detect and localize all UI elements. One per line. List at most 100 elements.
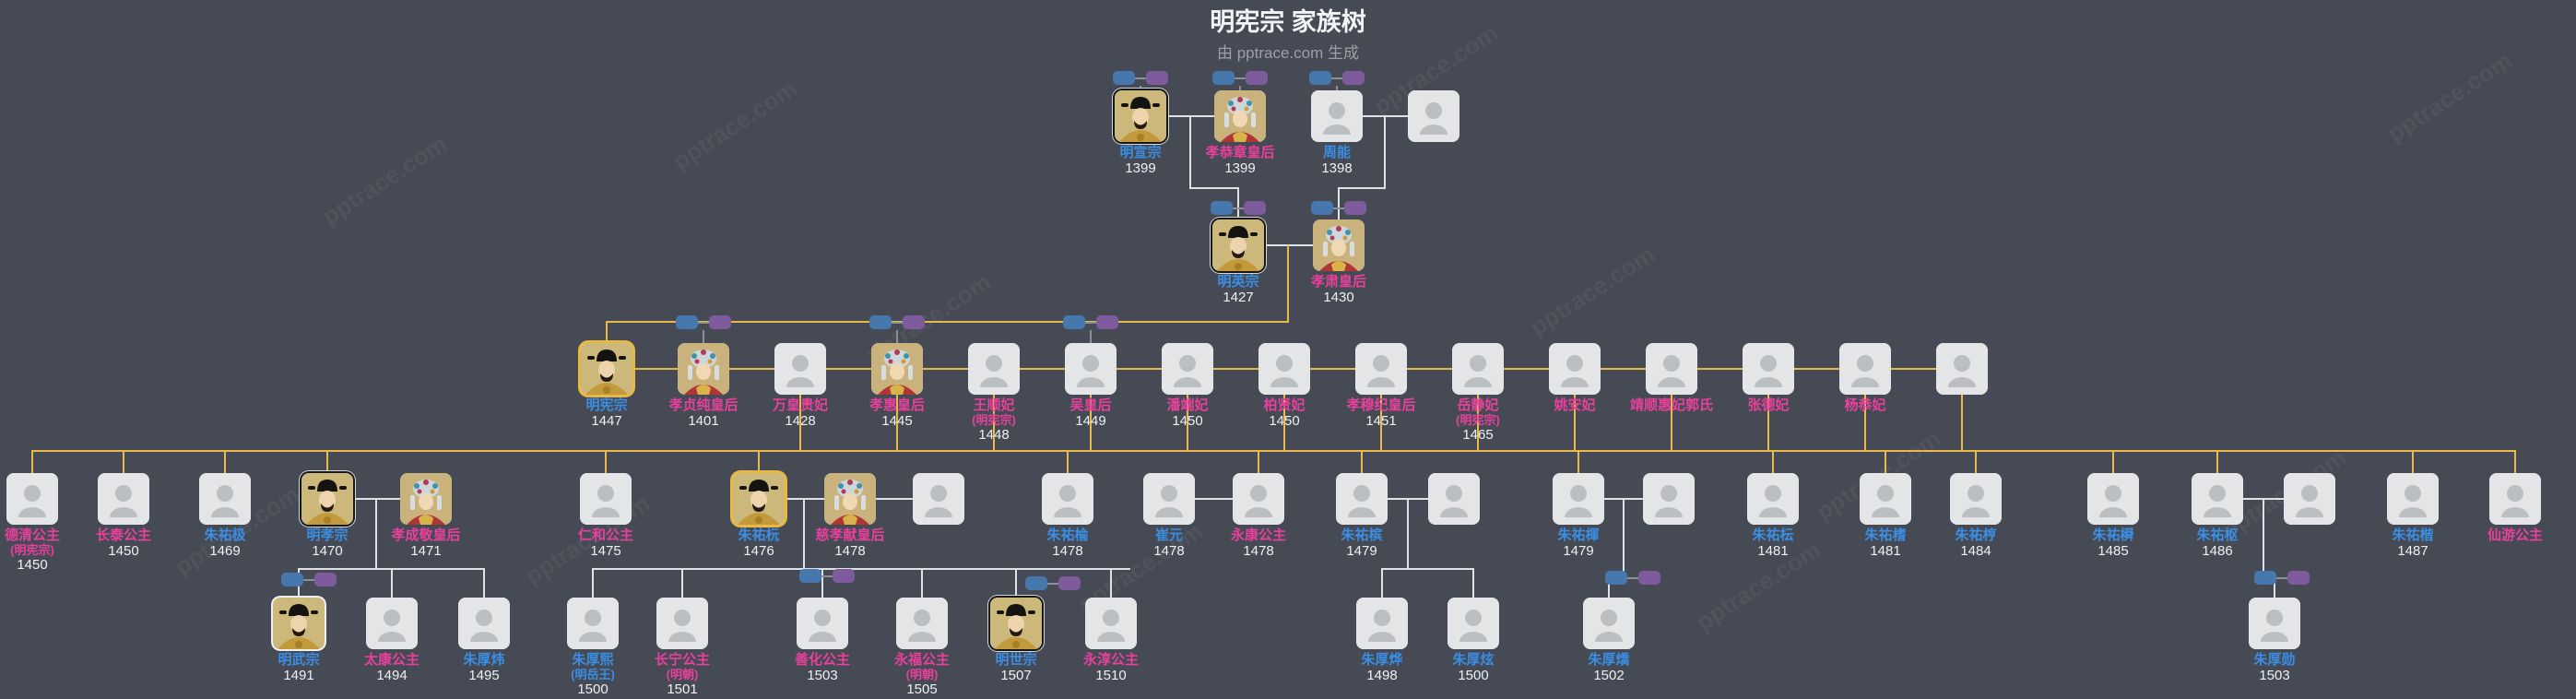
expand-toggle-blue-button[interactable] xyxy=(1309,71,1331,85)
person-avatar[interactable] xyxy=(1583,598,1635,649)
expand-toggle-blue-button[interactable] xyxy=(2254,571,2276,585)
person-portrait[interactable] xyxy=(824,473,876,525)
person-avatar[interactable] xyxy=(98,473,149,525)
person-avatar[interactable] xyxy=(580,473,632,525)
expand-toggle-purple-button[interactable] xyxy=(314,573,337,586)
person-avatar[interactable] xyxy=(1448,598,1499,649)
person-node[interactable]: 岳静妃(明宪宗)1465 xyxy=(1426,343,1530,443)
person-portrait[interactable] xyxy=(1214,90,1266,142)
expand-toggle-blue-button[interactable] xyxy=(1212,71,1235,85)
person-avatar[interactable] xyxy=(1065,343,1117,395)
person-avatar[interactable] xyxy=(1408,90,1459,142)
person-avatar[interactable] xyxy=(896,598,948,649)
person-avatar[interactable] xyxy=(1950,473,2002,525)
person-avatar[interactable] xyxy=(366,598,418,649)
person-avatar[interactable] xyxy=(1553,473,1604,525)
person-node[interactable] xyxy=(1382,90,1485,142)
expand-toggle-purple-button[interactable] xyxy=(1344,201,1366,215)
person-avatar[interactable] xyxy=(1042,473,1093,525)
person-avatar[interactable] xyxy=(1162,343,1213,395)
person-avatar[interactable] xyxy=(2284,473,2335,525)
person-node[interactable]: 杨恭妃 xyxy=(1814,343,1917,413)
person-portrait[interactable] xyxy=(871,343,923,395)
expand-toggle-purple-button[interactable] xyxy=(1638,571,1660,585)
person-avatar[interactable] xyxy=(1743,343,1794,395)
person-node[interactable] xyxy=(1402,473,1506,525)
person-portrait[interactable] xyxy=(581,343,632,395)
person-node[interactable] xyxy=(1617,473,1720,525)
person-portrait[interactable] xyxy=(400,473,452,525)
person-node[interactable]: 永福公主(明朝)1505 xyxy=(870,598,974,697)
person-avatar[interactable] xyxy=(1936,343,1988,395)
expand-toggle-purple-button[interactable] xyxy=(1146,71,1168,85)
expand-toggle-blue-button[interactable] xyxy=(799,569,821,583)
expand-toggle-blue-button[interactable] xyxy=(1113,71,1135,85)
person-portrait[interactable] xyxy=(301,473,353,525)
expand-toggle-purple-button[interactable] xyxy=(1058,576,1081,590)
person-portrait[interactable] xyxy=(273,598,325,649)
person-avatar[interactable] xyxy=(1839,343,1891,395)
person-avatar[interactable] xyxy=(6,473,58,525)
expand-toggle-blue-button[interactable] xyxy=(676,315,698,329)
person-avatar[interactable] xyxy=(2387,473,2439,525)
person-avatar[interactable] xyxy=(1646,343,1697,395)
person-avatar[interactable] xyxy=(1549,343,1601,395)
expand-toggle-purple-button[interactable] xyxy=(1342,71,1365,85)
expand-toggle-purple-button[interactable] xyxy=(1246,71,1268,85)
person-node[interactable]: 仙游公主 xyxy=(2464,473,2567,543)
person-avatar[interactable] xyxy=(2087,473,2139,525)
person-portrait[interactable] xyxy=(1212,219,1264,271)
expand-toggle-blue-button[interactable] xyxy=(1605,571,1627,585)
expand-toggle-blue-button[interactable] xyxy=(1063,315,1085,329)
expand-toggle-purple-button[interactable] xyxy=(903,315,925,329)
person-avatar[interactable] xyxy=(1428,473,1480,525)
person-node[interactable] xyxy=(2258,473,2361,525)
person-avatar[interactable] xyxy=(968,343,1020,395)
person-avatar[interactable] xyxy=(1747,473,1799,525)
person-node[interactable] xyxy=(1910,343,2014,395)
person-node[interactable]: 德清公主(明宪宗)1450 xyxy=(0,473,84,573)
person-avatar[interactable] xyxy=(774,343,826,395)
person-avatar[interactable] xyxy=(1311,90,1363,142)
expand-toggle-blue-button[interactable] xyxy=(869,315,892,329)
person-node[interactable]: 朱厚熙(明岳王)1500 xyxy=(541,598,644,697)
expand-toggle-purple-button[interactable] xyxy=(1096,315,1118,329)
expand-toggle-purple-button[interactable] xyxy=(709,315,731,329)
person-avatar[interactable] xyxy=(458,598,510,649)
person-avatar[interactable] xyxy=(913,473,964,525)
person-avatar[interactable] xyxy=(656,598,708,649)
person-avatar[interactable] xyxy=(2249,598,2300,649)
person-avatar[interactable] xyxy=(1233,473,1284,525)
person-avatar[interactable] xyxy=(1356,598,1408,649)
person-avatar[interactable] xyxy=(797,598,848,649)
expand-toggle-purple-button[interactable] xyxy=(2287,571,2310,585)
person-avatar[interactable] xyxy=(1452,343,1504,395)
expand-toggle-blue-button[interactable] xyxy=(1211,201,1233,215)
person-avatar[interactable] xyxy=(2192,473,2243,525)
person-avatar[interactable] xyxy=(1355,343,1407,395)
person-avatar[interactable] xyxy=(567,598,619,649)
